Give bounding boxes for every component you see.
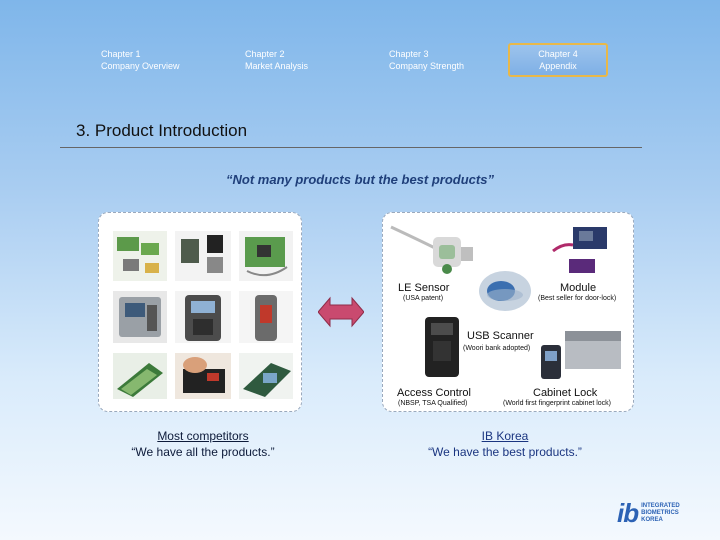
competitors-caption-head: Most competitors — [157, 429, 249, 443]
ib-logo-line-1: INTEGRATED — [641, 503, 680, 509]
ib-logo-line-3: KOREA — [641, 517, 663, 523]
title-divider — [60, 147, 642, 148]
competitor-desktop-image — [239, 353, 293, 399]
competitor-module-image — [113, 231, 167, 281]
competitors-caption: Most competitors “We have all the produc… — [98, 428, 308, 460]
cabinet-lock-image — [541, 331, 621, 379]
ib-logo-line-2: BIOMETRICS — [641, 510, 679, 516]
tab-chapter-2-label: Market Analysis — [245, 61, 309, 71]
usb-scanner-image — [479, 271, 531, 311]
tab-chapter-1-number: Chapter 1 — [101, 49, 141, 59]
competitor-hand-scanner-image — [175, 353, 231, 399]
le-sensor-note: (USA patent) — [403, 295, 444, 302]
ib-products-panel: LE Sensor (USA patent) Module (Best sell… — [382, 212, 634, 412]
ib-logo-wordmark: INTEGRATED BIOMETRICS KOREA — [641, 503, 680, 524]
competitor-scanner-image — [113, 353, 167, 399]
cabinet-lock-note: (World first fingerprint cabinet lock) — [503, 400, 612, 407]
cabinet-lock-label: Cabinet Lock — [533, 387, 598, 399]
module-note: (Best seller for door-lock) — [538, 295, 617, 302]
tab-chapter-1-label: Company Overview — [101, 61, 180, 71]
access-control-note: (NBSP, TSA Qualified) — [398, 400, 468, 407]
module-image — [552, 227, 607, 273]
ib-korea-caption: IB Korea “We have the best products.” — [380, 428, 630, 460]
competitor-terminal-image — [113, 291, 167, 343]
competitor-reader-image — [239, 291, 293, 343]
tab-chapter-3-number: Chapter 3 — [389, 49, 429, 59]
double-arrow-icon — [318, 296, 364, 328]
competitors-caption-quote: “We have all the products.” — [131, 445, 275, 459]
module-label: Module — [560, 282, 597, 294]
access-control-label: Access Control — [397, 387, 471, 399]
tab-chapter-4-number: Chapter 4 — [538, 49, 578, 59]
le-sensor-image — [390, 225, 473, 274]
competitor-products-panel — [98, 212, 302, 412]
tab-chapter-2[interactable]: Chapter 2 Market Analysis — [245, 43, 345, 77]
usb-scanner-label: USB Scanner — [467, 330, 534, 342]
access-control-image — [425, 317, 459, 377]
tab-chapter-4[interactable]: Chapter 4 Appendix — [508, 43, 608, 77]
competitor-access-image — [175, 291, 231, 343]
ib-products-image — [390, 225, 621, 379]
ib-logo: ib INTEGRATED BIOMETRICS KOREA — [617, 498, 680, 529]
tab-chapter-3-label: Company Strength — [389, 61, 465, 71]
ib-korea-caption-quote: “We have the best products.” — [428, 445, 582, 459]
competitor-sensor-image — [175, 231, 231, 281]
competitor-products-image — [113, 231, 293, 399]
ib-logo-mark: ib — [617, 498, 639, 528]
page-title: 3. Product Introduction — [76, 121, 248, 140]
usb-scanner-note: (Woori bank adopted) — [463, 345, 531, 352]
tab-chapter-3[interactable]: Chapter 3 Company Strength — [389, 43, 489, 77]
le-sensor-label: LE Sensor — [398, 282, 450, 294]
tab-chapter-2-number: Chapter 2 — [245, 49, 285, 59]
tab-chapter-4-label: Appendix — [539, 61, 577, 71]
tab-chapter-1[interactable]: Chapter 1 Company Overview — [101, 43, 201, 77]
competitor-board-image — [239, 231, 293, 281]
slogan: “Not many products but the best products… — [226, 172, 494, 187]
ib-korea-caption-head: IB Korea — [481, 429, 529, 443]
